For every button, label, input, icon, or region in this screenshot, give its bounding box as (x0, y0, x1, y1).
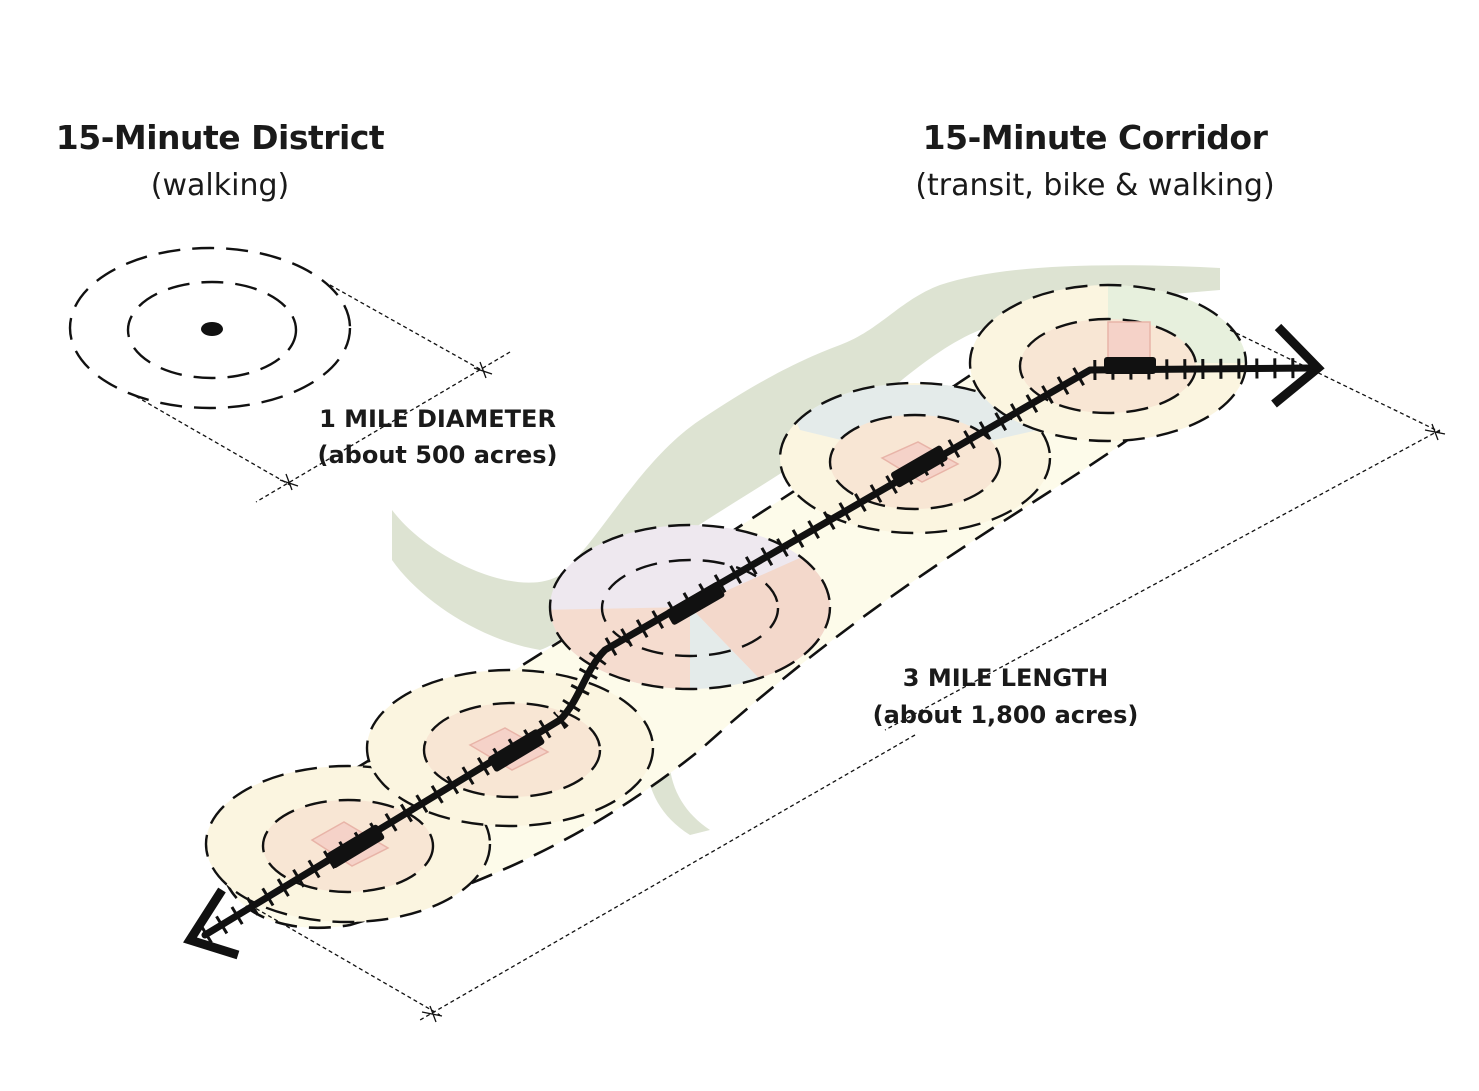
transit-stations (326, 357, 1156, 869)
corridor-measure-line1: 3 MILE LENGTH (902, 664, 1109, 692)
district-measure-line2: (about 500 acres) (317, 441, 558, 469)
corridor-length-dimension (249, 329, 1446, 1023)
walking-district-symbol (68, 246, 352, 410)
arrow-southwest-icon (183, 887, 240, 960)
district-title: 15-Minute District (55, 118, 385, 157)
district-subtitle: (walking) (150, 168, 290, 203)
transit-line (199, 358, 1314, 944)
arrow-east-icon (1271, 323, 1325, 408)
district-diameter-dimension (129, 284, 511, 503)
corridor-measure-line2: (about 1,800 acres) (872, 701, 1139, 729)
district-measure-line1: 1 MILE DIAMETER (319, 405, 556, 433)
corridor-title: 15-Minute Corridor (922, 118, 1268, 157)
corridor-subtitle: (transit, bike & walking) (915, 168, 1275, 203)
